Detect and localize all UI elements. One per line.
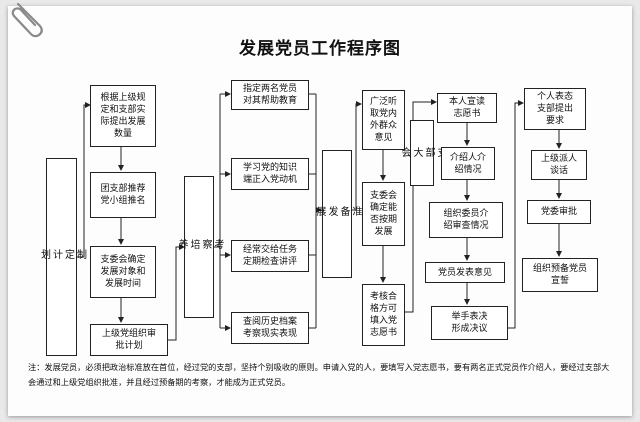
study-knowledge-box: 学习党的知识 端正入党动机 — [231, 158, 309, 190]
introducer-box: 介绍人介 绍情况 — [441, 147, 495, 180]
superior-approve-box: 上级党组织审 批计划 — [90, 324, 168, 356]
assign-tasks-box: 经常交给任务 定期检查讲评 — [231, 240, 309, 272]
paperclip-icon — [11, 2, 43, 38]
solicit-opinions-box: 广泛听 取党内 外群众 意见 — [362, 90, 405, 150]
assign-members-box: 指定两名党员 对其帮助教育 — [231, 80, 309, 110]
report-quota-box: 根据上级规 定和支部实 际提出发展 数量 — [90, 85, 156, 147]
footnote: 注：发展党员，必须把政治标准放在首位，经过党的支部，坚持个别吸收的原则。申请入党… — [28, 362, 610, 387]
members-opinion-box: 党员发表意见 — [425, 262, 505, 283]
branch-meeting-box: 支 部 大 会 — [399, 120, 446, 186]
diagram-title: 发展党员工作程序图 — [239, 39, 401, 59]
branch-recommend-box: 团支部推荐 党小组推名 — [90, 172, 156, 218]
organizer-intro-box: 组织委员介 绍审查情况 — [429, 202, 503, 238]
vote-box: 举手表决 形成决议 — [431, 306, 508, 340]
committee-decide-box: 支委会 确定能 否按期 发展 — [362, 182, 405, 246]
read-application-box: 本人宣读 志愿书 — [437, 93, 497, 123]
fill-application-box: 考核合 格方可 填入党 志愿书 — [362, 284, 405, 346]
superior-talk-box: 上级派人 谈话 — [531, 150, 587, 180]
review-files-box: 查阅历史档案 考察现实表现 — [231, 312, 309, 344]
prepare-box: 准 备 发 展 — [314, 150, 361, 278]
party-committee-approve-box: 党委审批 — [527, 200, 591, 224]
committee-confirm-box: 支委会确定 发展对象和 发展时间 — [90, 246, 156, 298]
plan-box: 制 定 计 划 — [39, 158, 86, 356]
express-wish-box: 个人表态 支部提出 要求 — [524, 88, 586, 130]
oath-box: 组织预备党员 宣誓 — [522, 258, 598, 292]
train-box: 考 察 培 养 — [176, 176, 223, 318]
